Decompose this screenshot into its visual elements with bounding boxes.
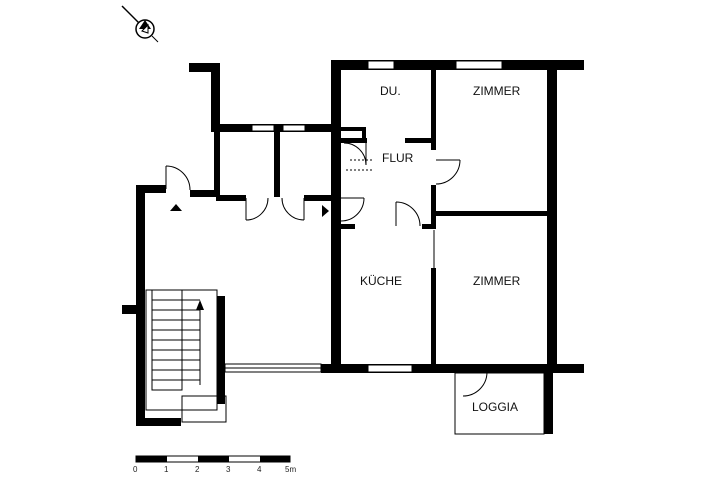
scale-bar: 0 1 2 3 4 5m (133, 455, 296, 474)
scale-tick-1: 1 (164, 465, 169, 474)
staircase (145, 289, 227, 423)
room-label-kueche: KÜCHE (360, 274, 402, 288)
entry-arrow-icon (170, 204, 182, 211)
room-label-zimmer-top: ZIMMER (473, 84, 521, 98)
doors (165, 142, 488, 397)
room-label-flur: FLUR (382, 151, 414, 165)
scale-tick-0: 0 (133, 465, 138, 474)
scale-tick-5m: 5m (285, 465, 296, 474)
room-label-loggia: LOGGIA (472, 400, 518, 414)
room-label-du: DU. (380, 84, 401, 98)
apartment-entry-arrow-icon (322, 205, 329, 217)
loggia-outline (454, 372, 545, 435)
scale-tick-3: 3 (226, 465, 231, 474)
north-arrow-icon (121, 5, 159, 43)
scale-tick-4: 4 (257, 465, 262, 474)
walls (122, 60, 584, 434)
room-label-zimmer-bottom: ZIMMER (473, 274, 521, 288)
windows (224, 60, 503, 373)
scale-tick-2: 2 (195, 465, 200, 474)
